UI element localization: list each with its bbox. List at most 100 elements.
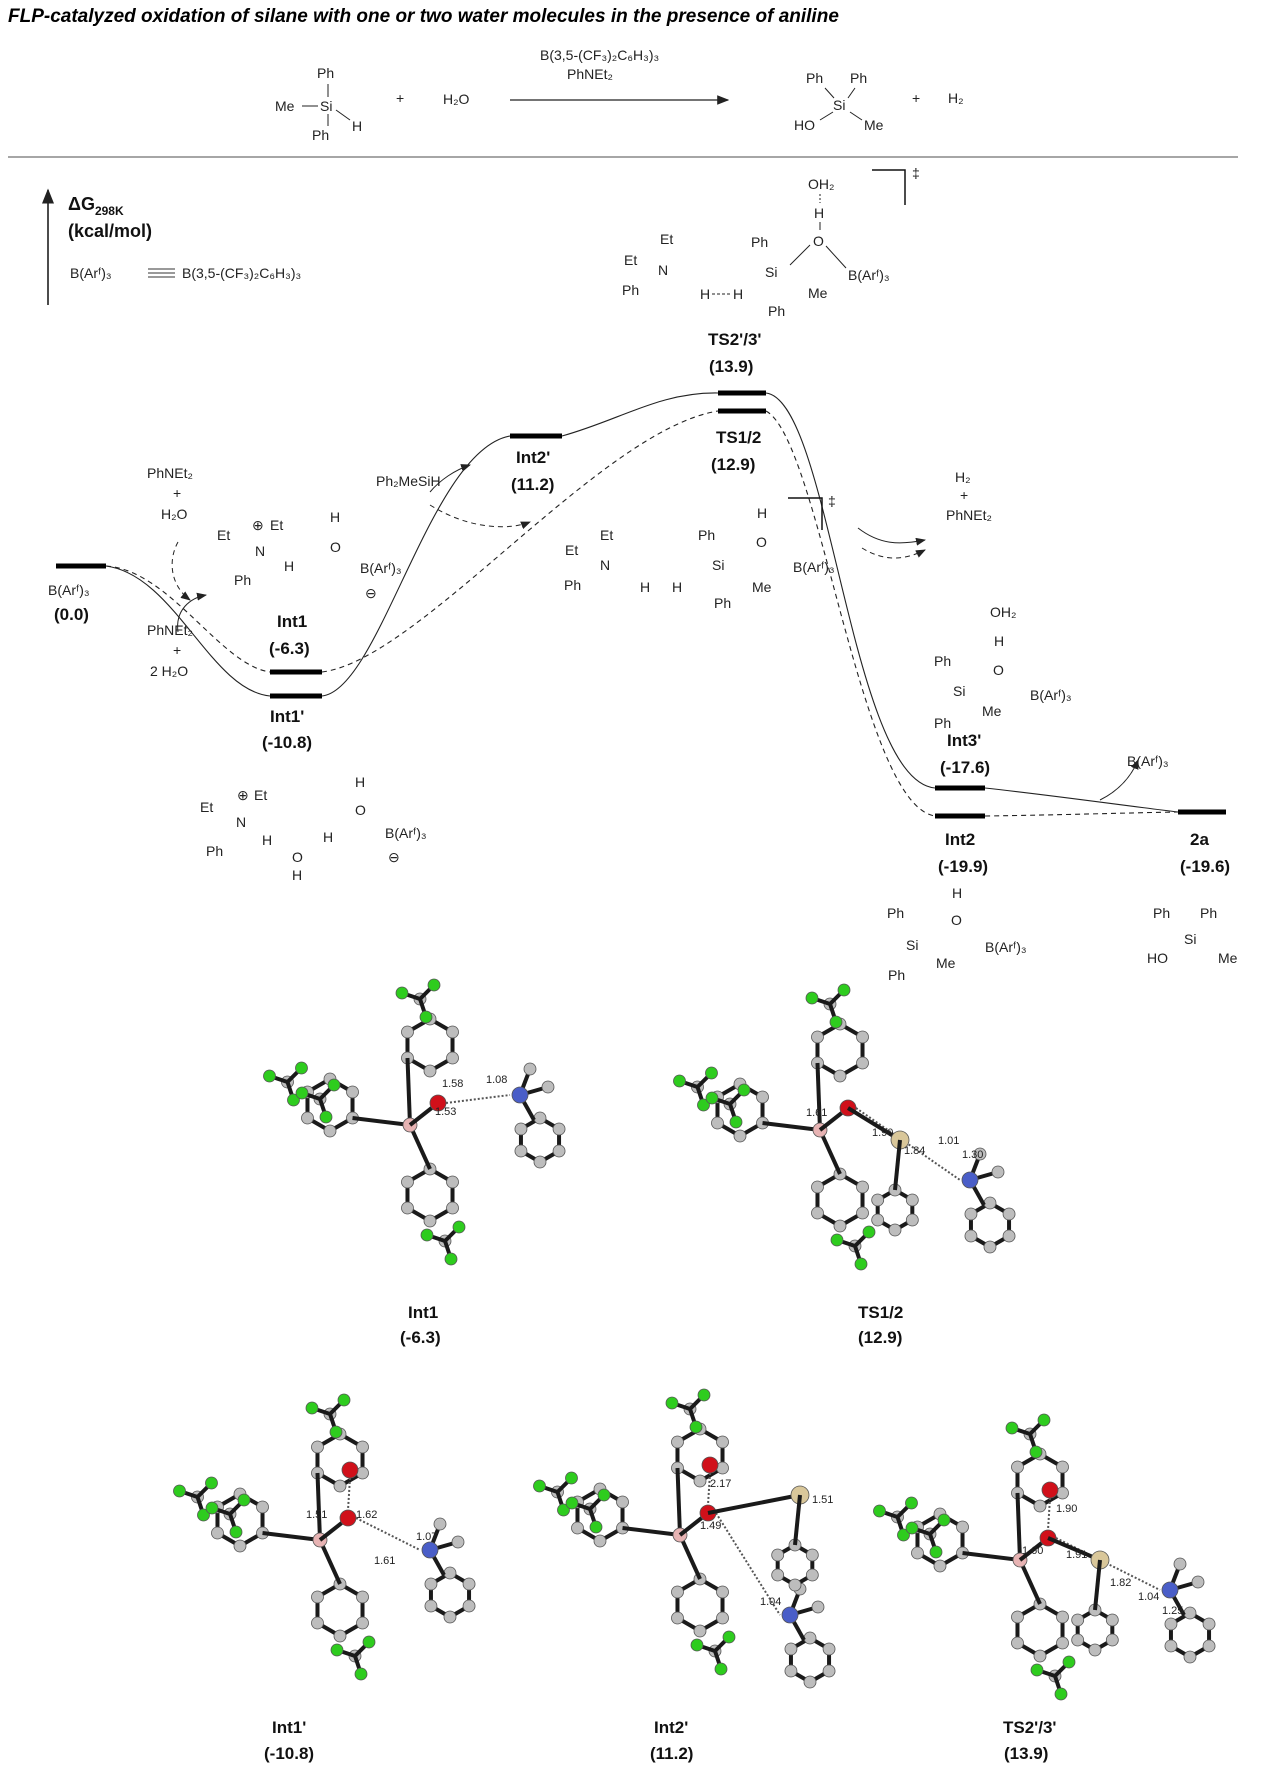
ts2-o: O — [813, 233, 824, 249]
carbon-atom — [356, 1440, 369, 1454]
carbon-atom — [983, 1240, 997, 1254]
fluorine-atom — [705, 1066, 718, 1080]
int2-bar: B(Arᶠ)₃ — [985, 939, 1027, 955]
int1p-h4: H — [355, 774, 365, 790]
model-energy-int2-prime: (11.2) — [650, 1744, 693, 1763]
ts2-oh2: OH₂ — [808, 176, 834, 192]
in1-amine: PhNEt₂ — [147, 465, 193, 481]
hbond — [707, 1472, 711, 1506]
carbon-atom — [401, 1201, 414, 1215]
carbon-atom — [1202, 1617, 1216, 1631]
ts2-h: H — [814, 205, 824, 221]
fluorine-atom — [729, 1115, 743, 1129]
ts2-me: Me — [808, 285, 828, 301]
carbon-atom — [833, 1069, 847, 1083]
carbon-atom — [323, 1124, 337, 1138]
p2a-ho: HO — [1147, 950, 1168, 966]
carbon-atom — [356, 1616, 369, 1630]
carbon-atom — [333, 1629, 347, 1643]
oxygen-atom — [701, 1456, 719, 1474]
fluorine-atom — [1054, 1687, 1068, 1701]
energy-int2-prime: (11.2) — [511, 475, 554, 494]
carbon-atom — [593, 1534, 607, 1548]
carbon-atom — [514, 1144, 528, 1158]
distance-label: 1.91 — [1066, 1549, 1087, 1561]
distance-label: 1.62 — [356, 1509, 377, 1521]
fluorine-atom — [565, 1471, 578, 1485]
model-label-int1: Int1 — [408, 1303, 438, 1322]
model-labels: Int1 (-6.3) TS1/2 (12.9) Int1' (-10.8) I… — [264, 1303, 1056, 1763]
pathway-solid — [105, 392, 1179, 813]
carbon-atom — [973, 1147, 987, 1161]
level-labels: B(Arᶠ)₃ (0.0) Int1 (-6.3) Int1' (-10.8) … — [48, 330, 1230, 876]
distance-label: 1.60 — [1022, 1545, 1043, 1557]
equivalence-sign — [148, 268, 175, 278]
int3p-si: Si — [953, 683, 965, 699]
p2a-ph2: Ph — [1200, 905, 1217, 921]
bond — [962, 1551, 1021, 1562]
p2a-si: Si — [1184, 931, 1196, 947]
fluorine-atom — [897, 1528, 910, 1542]
carbon-atom — [716, 1435, 729, 1449]
fluorine-atom — [205, 1476, 218, 1490]
int1-ph: Ph — [234, 572, 251, 588]
fluorine-atom — [905, 1496, 918, 1510]
fluorine-atom — [690, 1638, 704, 1652]
out-amine: PhNEt₂ — [946, 507, 992, 523]
carbon-atom — [1071, 1633, 1085, 1647]
int1p-et1: Et — [200, 799, 213, 815]
carbon-atom — [571, 1521, 584, 1535]
carbon-atom — [1105, 1633, 1119, 1647]
fluorine-atom — [830, 1233, 844, 1247]
int1p-n: N — [236, 814, 246, 830]
distance-label: 1.30 — [962, 1149, 983, 1161]
ts1-me: Me — [752, 579, 772, 595]
carbon-atom — [462, 1577, 476, 1591]
int1-minus: ⊖ — [365, 585, 377, 601]
carbon-atom — [514, 1122, 528, 1136]
carbon-atom — [423, 1214, 437, 1228]
label-int2-prime: Int2' — [516, 448, 550, 467]
carbon-atom — [1056, 1636, 1069, 1650]
carbon-atom — [233, 1539, 247, 1553]
int3p-o: O — [993, 662, 1004, 678]
distance-label: 1.08 — [486, 1074, 507, 1086]
carbon-atom — [1164, 1639, 1178, 1653]
ts2-ph-n: Ph — [622, 282, 639, 298]
int1p-o2: O — [355, 802, 366, 818]
reactant-water: H₂O — [443, 91, 470, 107]
distance-label: 1.53 — [435, 1106, 456, 1118]
in2-amine: PhNEt₂ — [147, 622, 193, 638]
distance-label: 1.49 — [700, 1520, 721, 1532]
carbon-atom — [1173, 1557, 1187, 1571]
int1p-plus: ⊕ — [237, 787, 249, 803]
int1p-o1: O — [292, 849, 303, 865]
carbon-atom — [693, 1474, 707, 1488]
distance-label: 1.61 — [806, 1107, 827, 1119]
ts1-et2: Et — [565, 542, 578, 558]
silane-label: Ph₂MeSiH — [376, 473, 441, 489]
structure-int2: H O Ph Si Ph Me B(Arᶠ)₃ — [887, 885, 1027, 983]
fluorine-atom — [929, 1545, 943, 1559]
ts2-ph1: Ph — [751, 234, 768, 250]
fluorine-atom — [697, 1098, 710, 1112]
int1-et1: Et — [217, 527, 230, 543]
reactant-si: Si — [320, 98, 332, 114]
carbon-atom — [1002, 1207, 1016, 1221]
bond — [815, 1062, 822, 1131]
int1-et2: Et — [270, 517, 283, 533]
int1p-bar: B(Arᶠ)₃ — [385, 825, 427, 841]
distance-label: 1.51 — [812, 1494, 833, 1506]
oxygen-atom — [341, 1461, 359, 1479]
reactant-silane: Ph Me Si H Ph — [275, 65, 362, 143]
bar-full-name: B(3,5-(CF₃)₂C₆H₃)₃ — [182, 265, 301, 281]
fluorine-atom — [905, 1521, 919, 1535]
carbon-atom — [933, 1559, 947, 1573]
bond — [846, 1106, 902, 1142]
fluorine-atom — [829, 1015, 843, 1029]
carbon-atom — [716, 1461, 729, 1475]
bond — [1015, 1492, 1022, 1561]
fluorine-atom — [420, 1228, 434, 1242]
in1-water: H₂O — [161, 506, 188, 522]
fluorine-atom — [862, 1225, 876, 1239]
